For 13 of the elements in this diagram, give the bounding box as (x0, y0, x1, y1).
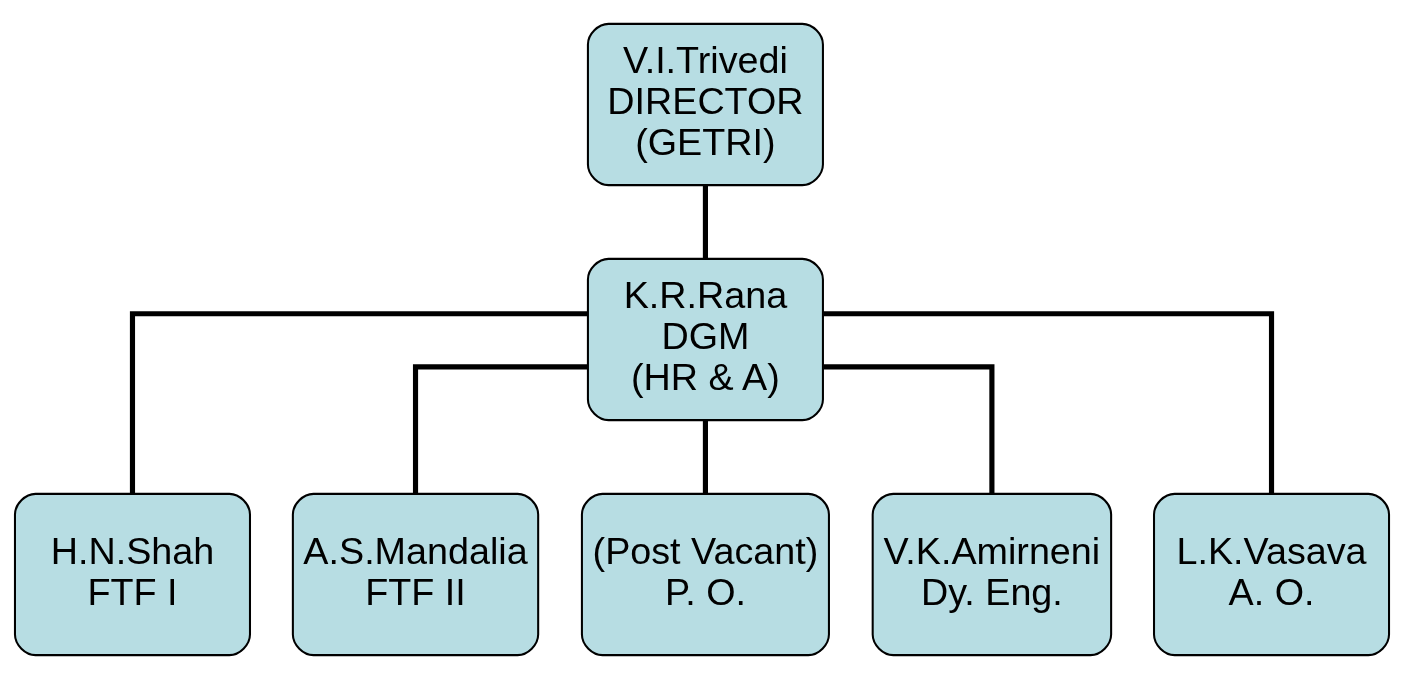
connector (702, 420, 708, 494)
node-box: H.N.Shah FTF I (13, 492, 251, 657)
node-box: V.K.Amirneni Dy. Eng. (871, 492, 1113, 657)
connector (129, 311, 588, 494)
node-box: V.I.Trivedi DIRECTOR (GETRI) (586, 22, 824, 187)
node-box: K.R.Rana DGM (HR & A) (586, 257, 824, 422)
node-box: (Post Vacant) P. O. (580, 492, 830, 657)
node-box: A.S.Mandalia FTF II (291, 492, 540, 657)
connector (702, 185, 708, 259)
connector (823, 311, 1275, 494)
connector (823, 364, 995, 494)
connector (412, 364, 588, 494)
node-box: L.K.Vasava A. O. (1153, 492, 1391, 657)
